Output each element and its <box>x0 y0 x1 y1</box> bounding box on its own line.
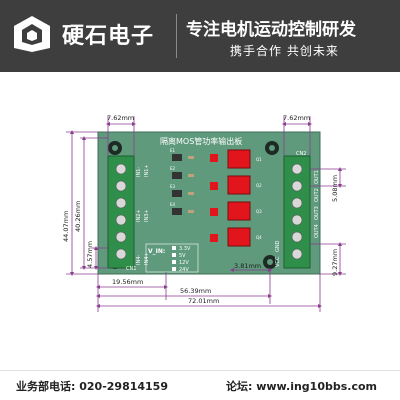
board-drawing: 隔离MOS管功率输出板 CN1 IN4- IN4+ IN3+ IN2+ IN1-… <box>62 114 346 312</box>
q-label: Q3 <box>256 209 262 214</box>
footer-bar: 业务部电话: 020-29814159 论坛: www.ing10bbs.com <box>0 370 400 400</box>
footer-forum[interactable]: 论坛: www.ing10bbs.com <box>226 380 377 393</box>
dim-label: 19.56mm <box>112 278 143 286</box>
slogan-sub: 携手合作 共创未来 <box>230 44 339 58</box>
dim-label: 72.01mm <box>188 297 219 305</box>
header-divider <box>176 14 177 58</box>
right-pin-labels: OUT1 OUT2 OUT3 OUT4 GND VCC <box>275 170 320 267</box>
mosfet-array: Q1 Q2 Q3 Q4 <box>210 149 262 247</box>
pin-label: IN1- <box>136 167 142 177</box>
voltage-option: 24V <box>179 267 189 273</box>
optocouplers: E1 E2 E3 E4 <box>170 148 182 215</box>
pcb-board <box>97 131 321 275</box>
dim-label: 40.26mm <box>74 201 82 232</box>
dim-label: 7.62mm <box>107 114 134 122</box>
cn2-label: CN2 <box>296 151 306 157</box>
voltage-option: 5V <box>179 253 186 259</box>
dim-label: 44.07mm <box>62 211 70 242</box>
board-title: 隔离MOS管功率输出板 <box>160 136 242 146</box>
e-label: E3 <box>170 184 176 189</box>
e-label: E1 <box>170 148 176 153</box>
resistors <box>188 156 194 213</box>
pin-label: OUT1 <box>314 170 320 184</box>
pin-label: GND <box>275 240 281 252</box>
e-label: E2 <box>170 166 176 171</box>
voltage-option: 3.3V <box>179 246 191 252</box>
pin-label: OUT3 <box>314 206 320 220</box>
dimension-lines <box>66 116 346 312</box>
dim-label: 3.81mm <box>234 262 261 270</box>
dim-label: 56.39mm <box>180 287 211 295</box>
pin-label: IN4+ <box>144 252 150 265</box>
voltage-option: 12V <box>179 260 189 266</box>
pin-label: IN4- <box>136 255 142 265</box>
slogan-main: 专注电机运动控制研发 <box>186 20 356 40</box>
terminal-block-cn2: CN2 <box>283 151 311 269</box>
cn1-label: CN1 <box>126 266 136 272</box>
dim-label: 5.08mm <box>331 175 339 202</box>
q-label: Q2 <box>256 183 262 188</box>
vin-selector: V_IN: 3.3V 5V 12V 24V <box>145 243 199 273</box>
pin-label: IN3+ <box>144 209 150 222</box>
e-label: E4 <box>170 202 176 207</box>
terminal-block-cn1: CN1 <box>107 155 136 272</box>
dim-label: 4.57mm <box>86 241 94 268</box>
pin-label: IN1+ <box>144 164 150 177</box>
brand-name: 硬石电子 <box>62 24 155 49</box>
header-banner: 硬石电子 专注电机运动控制研发 携手合作 共创未来 <box>0 0 400 72</box>
pin-label: OUT2 <box>314 188 320 202</box>
pin-label: OUT4 <box>314 224 320 238</box>
dim-label: 9.27mm <box>331 249 339 276</box>
pin-label: VCC <box>275 256 281 267</box>
dim-label: 7.62mm <box>283 114 310 122</box>
dimension-labels: 7.62mm 7.62mm 44.07mm 40.26mm 4.57mm 5.0… <box>62 114 339 305</box>
pin-label: IN2+ <box>136 209 142 222</box>
footer-phone: 业务部电话: 020-29814159 <box>16 380 168 393</box>
vin-label: V_IN: <box>148 248 165 255</box>
left-pin-labels: IN4- IN4+ IN3+ IN2+ IN1- IN1+ <box>136 164 150 265</box>
logo-icon <box>14 16 50 52</box>
q-label: Q1 <box>256 157 262 162</box>
q-label: Q4 <box>256 235 262 240</box>
